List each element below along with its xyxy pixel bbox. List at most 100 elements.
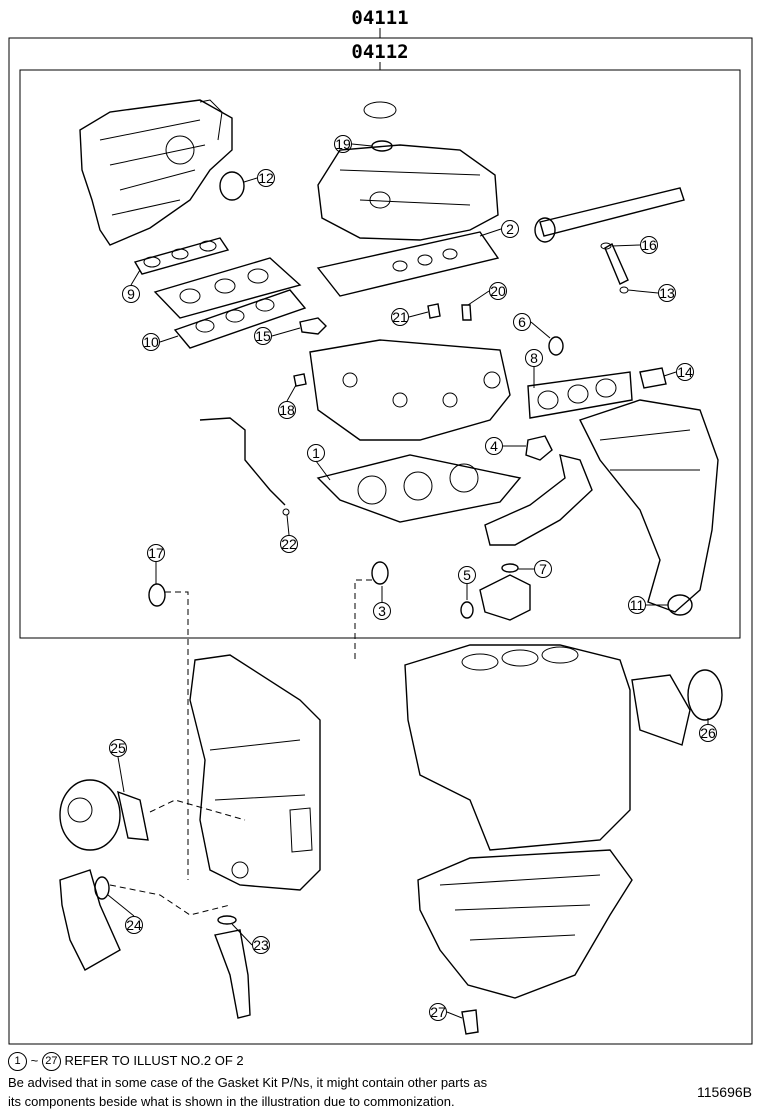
injector-drawing <box>600 242 629 294</box>
svg-text:9: 9 <box>127 286 135 302</box>
svg-text:15: 15 <box>255 328 271 344</box>
callout-20: 20 <box>467 282 507 306</box>
inner-kit-frame <box>19 69 741 639</box>
svg-text:4: 4 <box>490 438 498 454</box>
gasket-14-drawing <box>639 367 667 389</box>
seal-3-drawing <box>371 561 389 585</box>
outer-kit-frame <box>8 37 753 1045</box>
advice-note-line-1: Be advised that in some case of the Gask… <box>8 1075 488 1090</box>
callout-15: 15 <box>254 327 301 345</box>
part-4-gasket-drawing <box>525 435 553 461</box>
callout-7: 7 <box>518 560 552 578</box>
callout-25: 25 <box>109 739 127 793</box>
illustration-id: 115696B <box>696 1084 752 1100</box>
seal-11-drawing <box>667 594 693 616</box>
svg-text:5: 5 <box>463 567 471 583</box>
svg-text:3: 3 <box>378 603 386 619</box>
refer-start-callout: 1 <box>8 1052 27 1071</box>
refer-tilde: ~ <box>30 1052 39 1068</box>
callout-4: 4 <box>485 437 526 455</box>
rear-oil-seal-26-drawing <box>687 669 723 721</box>
callout-22: 22 <box>280 514 298 553</box>
svg-text:2: 2 <box>506 221 514 237</box>
svg-text:23: 23 <box>253 937 269 953</box>
part-18-seal-drawing <box>293 373 307 387</box>
callout-3: 3 <box>373 586 391 620</box>
callout-27: 27 <box>429 1003 463 1021</box>
rear-oil-seal-retainer-drawing <box>631 674 691 746</box>
cylinder-block-drawing <box>404 644 631 851</box>
drain-plug-27-drawing <box>461 1009 479 1035</box>
manifold-gasket-plate-drawing <box>153 257 302 319</box>
callout-19: 19 <box>334 135 373 153</box>
outer-kit-part-number: 04111 <box>351 7 408 29</box>
svg-text:19: 19 <box>335 136 351 152</box>
callout-8: 8 <box>525 349 543 388</box>
gasket-15-drawing <box>299 317 327 335</box>
part-20-drawing <box>461 304 472 321</box>
callout-2: 2 <box>479 220 519 238</box>
cylinder-head-drawing <box>309 339 511 441</box>
svg-text:13: 13 <box>659 285 675 301</box>
callout-9: 9 <box>122 269 141 303</box>
svg-text:18: 18 <box>279 402 295 418</box>
dipstick-tube-drawing <box>199 417 290 516</box>
water-pipe-drawing <box>479 454 593 621</box>
water-outlet-drawing <box>59 869 121 971</box>
seal-17-drawing <box>148 583 166 607</box>
svg-text:11: 11 <box>630 597 645 613</box>
callout-24: 24 <box>107 894 143 934</box>
svg-text:20: 20 <box>490 283 506 299</box>
guide-line-3 <box>354 579 372 660</box>
water-inlet-drawing <box>479 574 531 621</box>
gasket-9-drawing <box>133 237 230 275</box>
refer-end-callout: 27 <box>41 1052 61 1071</box>
guide-line-25 <box>149 799 246 821</box>
svg-text:26: 26 <box>700 725 716 741</box>
callout-10: 10 <box>142 333 179 351</box>
inner-kit-part-number: 04112 <box>351 41 408 63</box>
svg-text:12: 12 <box>258 170 274 186</box>
callout-14: 14 <box>663 363 694 381</box>
svg-text:22: 22 <box>281 536 297 552</box>
callout-13: 13 <box>627 284 676 302</box>
intake-manifold-drawing <box>79 99 233 246</box>
callout-1: 1 <box>307 444 331 481</box>
oring-12-drawing <box>219 171 245 201</box>
head-cover-gasket-2-drawing <box>316 231 500 297</box>
svg-text:10: 10 <box>143 334 159 350</box>
svg-text:21: 21 <box>392 309 408 325</box>
callout-16: 16 <box>611 236 658 254</box>
callout-12: 12 <box>243 169 275 187</box>
advice-note-line-2: its components beside what is shown in t… <box>8 1094 455 1109</box>
callout-6: 6 <box>513 313 551 339</box>
svg-text:16: 16 <box>641 237 657 253</box>
svg-text:8: 8 <box>530 350 538 366</box>
callout-18: 18 <box>278 384 297 419</box>
refer-text: REFER TO ILLUST NO.2 OF 2 <box>64 1052 244 1068</box>
callout-11: 11 <box>628 596 668 614</box>
callout-26: 26 <box>699 718 717 742</box>
seal-5-drawing <box>460 601 474 619</box>
head-gasket-1-drawing <box>316 454 522 523</box>
callout-23: 23 <box>231 923 270 954</box>
svg-text:27: 27 <box>430 1004 446 1020</box>
svg-text:24: 24 <box>126 917 142 933</box>
svg-text:7: 7 <box>539 561 547 577</box>
part-21-drawing <box>427 303 441 319</box>
callout-21: 21 <box>391 308 429 326</box>
oil-strainer-drawing <box>214 915 251 1019</box>
svg-text:14: 14 <box>677 364 693 380</box>
svg-text:6: 6 <box>518 314 526 330</box>
guide-line-24 <box>109 884 231 916</box>
gasket-10-drawing <box>173 289 307 349</box>
seal-6-drawing <box>548 336 564 356</box>
callout-17: 17 <box>147 544 165 584</box>
callout-5: 5 <box>458 566 476 600</box>
timing-cover-drawing <box>189 654 321 891</box>
svg-text:1: 1 <box>312 445 320 461</box>
guide-line-17 <box>165 591 189 880</box>
oring-7-drawing <box>501 563 519 573</box>
refer-note: 1 ~ 27 REFER TO ILLUST NO.2 OF 2 <box>8 1052 244 1071</box>
